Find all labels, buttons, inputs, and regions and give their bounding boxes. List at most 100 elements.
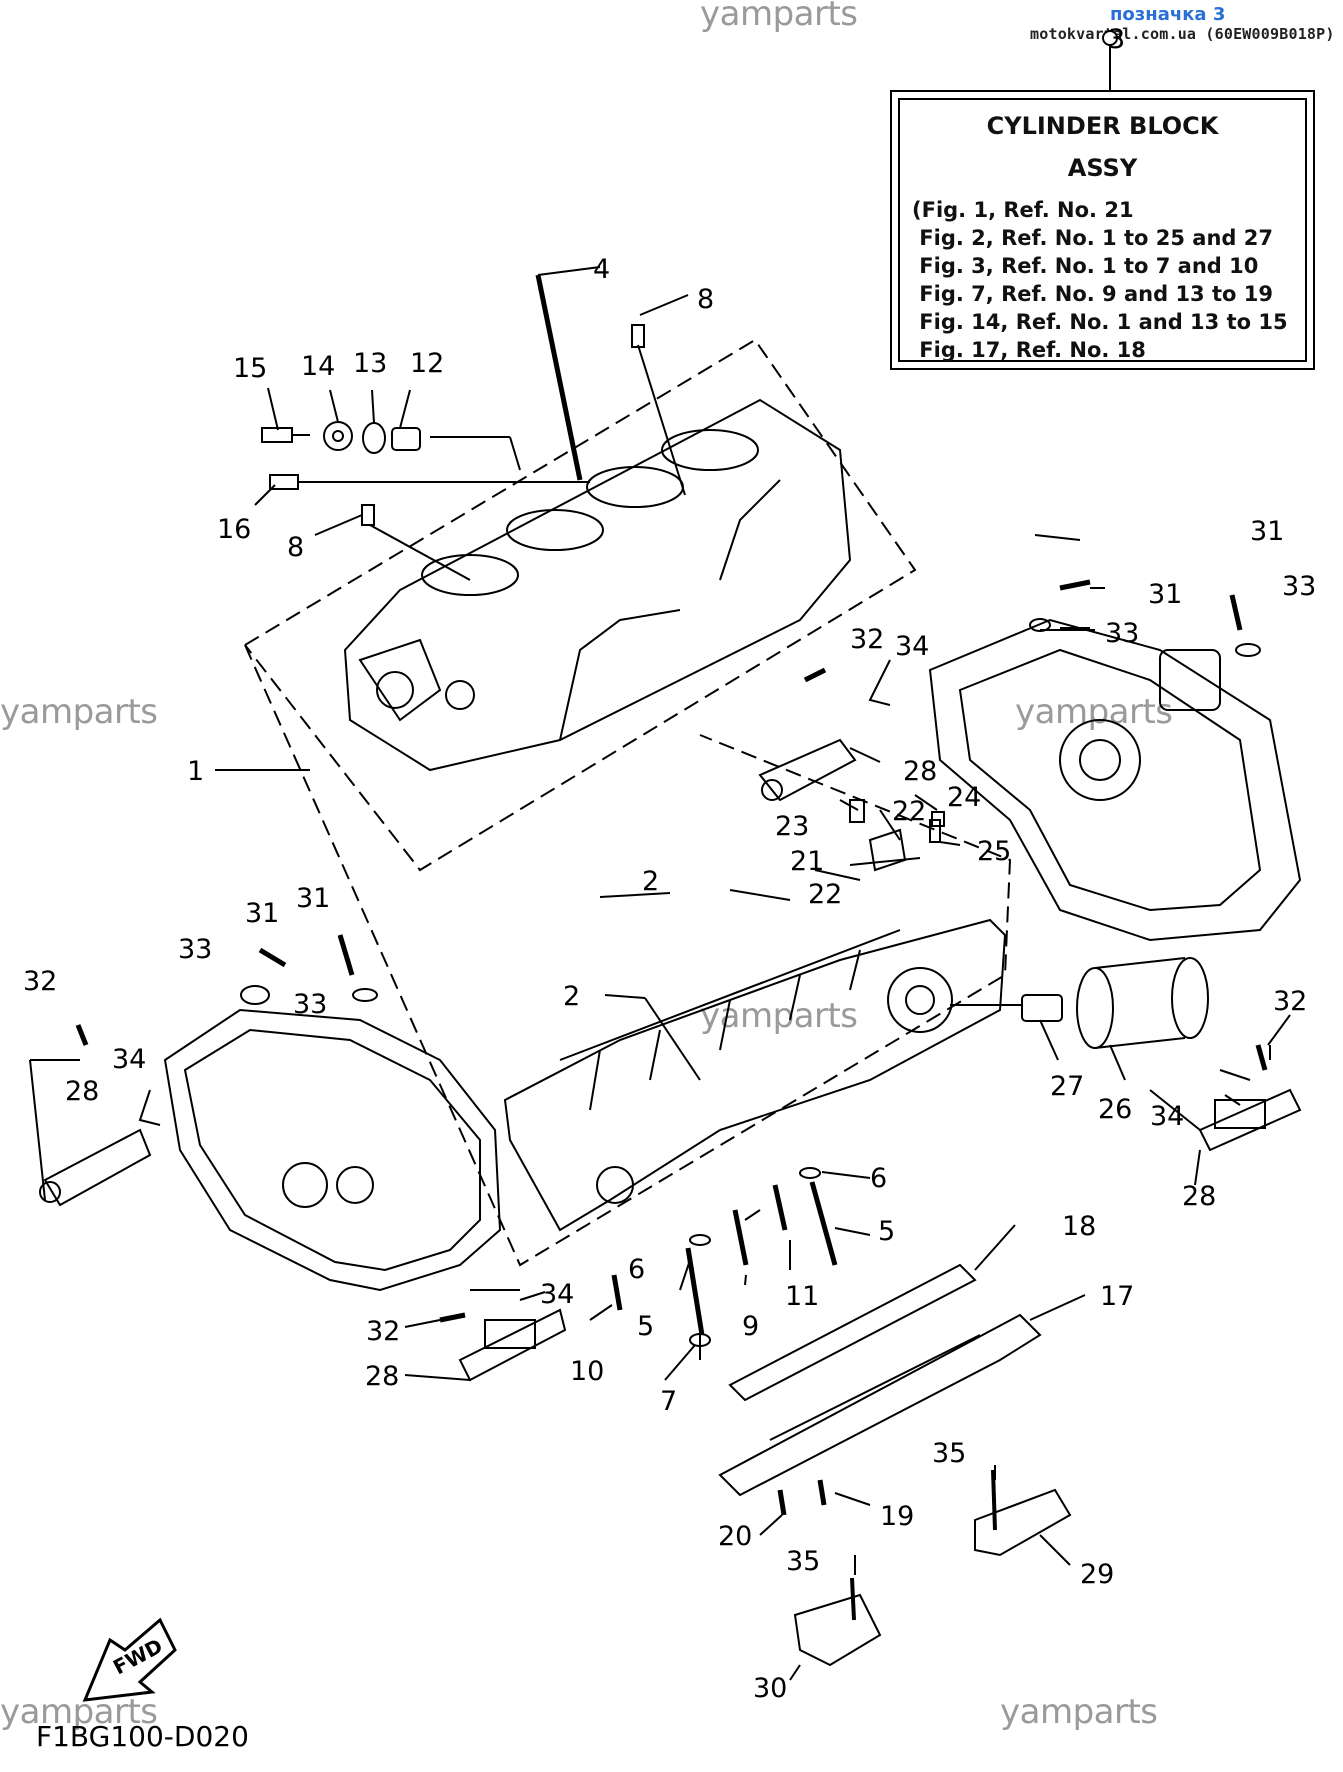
- mount-wire: [138, 1089, 161, 1126]
- callout-23: 23: [775, 811, 809, 842]
- callout-2: 2: [642, 866, 659, 897]
- callout-18: 18: [1062, 1211, 1096, 1242]
- watermark: yamparts: [1000, 1692, 1158, 1732]
- callout-31: 31: [296, 883, 330, 914]
- leader-line: [537, 266, 601, 276]
- pan-bolt: [817, 1479, 827, 1506]
- callout-4: 4: [593, 254, 610, 285]
- lower-crankcase: [503, 918, 1007, 1232]
- oil-gallery-plug-group: [261, 421, 590, 490]
- callout-8: 8: [287, 532, 304, 563]
- engine-mount: [458, 1308, 567, 1382]
- stud-bolt: [535, 274, 583, 481]
- right-crankcase-cover: [928, 618, 1302, 942]
- callout-24: 24: [947, 782, 981, 813]
- oil-filter-union-bolt: [950, 994, 1063, 1022]
- dowel-pin: [361, 504, 375, 526]
- crankcase-bolt: [732, 1209, 749, 1266]
- watermark: yamparts: [1015, 692, 1173, 732]
- mount-bolt: [258, 947, 287, 968]
- callout-22: 22: [892, 796, 926, 827]
- bracket-bolt: [991, 1469, 997, 1531]
- callout-33: 33: [178, 934, 212, 965]
- callout-33: 33: [293, 989, 327, 1020]
- assembly-reference-line: (Fig. 1, Ref. No. 21: [912, 198, 1134, 222]
- callout-32: 32: [1273, 986, 1307, 1017]
- dowel-pin: [631, 324, 645, 348]
- callout-34: 34: [1150, 1101, 1184, 1132]
- callout-28: 28: [1182, 1181, 1216, 1212]
- callout-19: 19: [880, 1501, 914, 1532]
- watermark: yamparts: [700, 0, 858, 34]
- callout-20: 20: [718, 1521, 752, 1552]
- callout-35: 35: [786, 1546, 820, 1577]
- bracket-bolt: [850, 1577, 856, 1621]
- callout-6: 6: [870, 1163, 887, 1194]
- callout-34: 34: [540, 1279, 574, 1310]
- upper-cylinder-block: [343, 398, 852, 772]
- engine-mount: [758, 738, 857, 802]
- callout-1: 1: [187, 756, 204, 787]
- assembly-info-box: CYLINDER BLOCK ASSY (Fig. 1, Ref. No. 21…: [890, 90, 1315, 370]
- callout-17: 17: [1100, 1281, 1134, 1312]
- callout-15: 15: [233, 353, 267, 384]
- mount-bracket: [974, 1488, 1072, 1557]
- callout-33: 33: [1282, 571, 1316, 602]
- assembly-subtitle: ASSY: [1067, 154, 1138, 182]
- crankcase-bolt: [685, 1247, 705, 1336]
- mount-bolt: [1229, 594, 1243, 631]
- callout-16: 16: [217, 514, 251, 545]
- callout-31: 31: [1250, 516, 1284, 547]
- oil-pan: [718, 1313, 1042, 1497]
- assembly-title: CYLINDER BLOCK: [986, 112, 1219, 140]
- assembly-reference-line: Fig. 7, Ref. No. 9 and 13 to 19: [912, 282, 1273, 306]
- callout-5: 5: [878, 1216, 895, 1247]
- assembly-reference-line: Fig. 3, Ref. No. 1 to 7 and 10: [912, 254, 1259, 278]
- callout-31: 31: [1148, 579, 1182, 610]
- callout-27: 27: [1050, 1071, 1084, 1102]
- callout-33: 33: [1105, 618, 1139, 649]
- callout-3: 3: [1108, 24, 1125, 55]
- callout-11: 11: [785, 1281, 819, 1312]
- callout-26: 26: [1098, 1094, 1132, 1125]
- callout-12: 12: [410, 348, 444, 379]
- mount-wire: [1219, 1069, 1251, 1081]
- callout-32: 32: [366, 1316, 400, 1347]
- assembly-callout-marker: [1102, 30, 1118, 46]
- callout-32: 32: [23, 966, 57, 997]
- figure-code: F1BG100-D020: [36, 1720, 249, 1753]
- callout-14: 14: [301, 351, 335, 382]
- callout-8: 8: [697, 284, 714, 315]
- callout-29: 29: [1080, 1559, 1114, 1590]
- callout-6: 6: [628, 1254, 645, 1285]
- reference-tag-link[interactable]: позначка 3: [1110, 4, 1226, 25]
- mount-bracket: [793, 1593, 882, 1667]
- callout-5: 5: [637, 1311, 654, 1342]
- cylinder-block-assembly-outline: [244, 338, 917, 872]
- callout-25: 25: [977, 836, 1011, 867]
- callout-10: 10: [570, 1356, 604, 1387]
- pan-bolt: [777, 1489, 787, 1516]
- callout-30: 30: [753, 1673, 787, 1704]
- callout-13: 13: [353, 348, 387, 379]
- crankcase-bolt: [772, 1184, 788, 1231]
- engine-mount: [1198, 1088, 1302, 1152]
- callout-22: 22: [808, 879, 842, 910]
- oil-filter: [1076, 957, 1209, 1049]
- watermark: yamparts: [0, 692, 158, 732]
- crankcase-bolt: [611, 1274, 623, 1311]
- assembly-reference-line: Fig. 17, Ref. No. 18: [912, 338, 1146, 362]
- assembly-reference-line: Fig. 2, Ref. No. 1 to 25 and 27: [912, 226, 1273, 250]
- crankcase-assembly-outline: [244, 644, 1012, 1267]
- callout-34: 34: [112, 1044, 146, 1075]
- callout-21: 21: [790, 846, 824, 877]
- callout-28: 28: [365, 1361, 399, 1392]
- callout-28: 28: [65, 1076, 99, 1107]
- callout-34: 34: [895, 631, 929, 662]
- mount-wire: [868, 659, 891, 706]
- oil-pan-gasket: [728, 1263, 977, 1402]
- callout-2: 2: [563, 981, 580, 1012]
- left-crankcase-cover: [163, 1008, 502, 1292]
- callout-7: 7: [660, 1386, 677, 1417]
